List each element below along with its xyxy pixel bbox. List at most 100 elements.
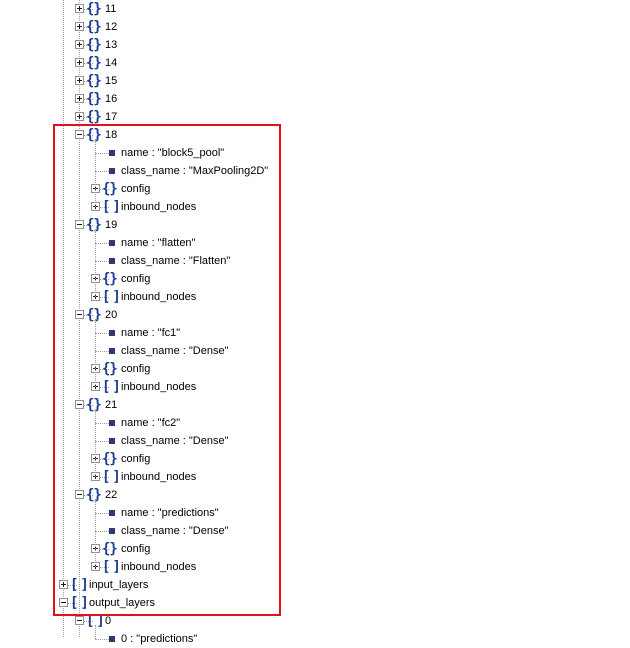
tree-node-label[interactable]: 19	[105, 219, 118, 231]
value-bullet-icon	[109, 510, 115, 516]
array-brackets-icon: []	[86, 613, 107, 629]
tree-leaf-row: class_name : "Flatten"	[0, 252, 630, 270]
tree-node-label[interactable]: 21	[105, 399, 118, 411]
tree-key-value-label: name : "fc1"	[121, 327, 181, 339]
collapse-toggle-icon[interactable]	[75, 130, 84, 139]
tree-guide-line	[95, 229, 96, 297]
collapse-toggle-icon[interactable]	[75, 310, 84, 319]
tree-node-label[interactable]: output_layers	[89, 597, 156, 609]
tree-node-label[interactable]: config	[121, 183, 151, 195]
collapse-toggle-icon[interactable]	[75, 400, 84, 409]
tree-node-label[interactable]: config	[121, 273, 151, 285]
tree-connector	[95, 333, 109, 334]
expand-toggle-icon[interactable]	[75, 58, 84, 67]
array-brackets-icon: []	[70, 577, 91, 593]
collapse-toggle-icon[interactable]	[59, 598, 68, 607]
object-braces-icon: {}	[102, 541, 118, 557]
tree-connector	[95, 549, 109, 550]
tree-node-label[interactable]: 14	[105, 57, 118, 69]
tree-node-label[interactable]: 16	[105, 93, 118, 105]
tree-node-label[interactable]: 18	[105, 129, 118, 141]
object-braces-icon: {}	[86, 91, 102, 107]
tree-connector	[79, 9, 93, 10]
tree-node-label[interactable]: inbound_nodes	[121, 381, 197, 393]
tree-node-label[interactable]: 0	[105, 615, 112, 627]
tree-node-label[interactable]: config	[121, 363, 151, 375]
tree-node-label[interactable]: 12	[105, 21, 118, 33]
tree-node-label[interactable]: 17	[105, 111, 118, 123]
tree-connector	[95, 387, 109, 388]
tree-key-value-label: class_name : "Dense"	[121, 345, 229, 357]
value-bullet-icon	[109, 150, 115, 156]
tree-key-value-label: class_name : "MaxPooling2D"	[121, 165, 269, 177]
tree-node-row: {}11	[0, 0, 630, 18]
expand-toggle-icon[interactable]	[75, 94, 84, 103]
expand-toggle-icon[interactable]	[59, 580, 68, 589]
tree-connector	[95, 153, 109, 154]
tree-key-value-label: name : "flatten"	[121, 237, 196, 249]
tree-leaf-row: class_name : "Dense"	[0, 342, 630, 360]
object-braces-icon: {}	[86, 37, 102, 53]
object-braces-icon: {}	[86, 217, 102, 233]
expand-toggle-icon[interactable]	[75, 76, 84, 85]
tree-node-row: {}13	[0, 36, 630, 54]
value-bullet-icon	[109, 168, 115, 174]
tree-node-label[interactable]: inbound_nodes	[121, 201, 197, 213]
tree-node-label[interactable]: 15	[105, 75, 118, 87]
expand-toggle-icon[interactable]	[75, 22, 84, 31]
tree-connector	[79, 27, 93, 28]
expand-toggle-icon[interactable]	[75, 40, 84, 49]
tree-node-row: {}12	[0, 18, 630, 36]
tree-key-value-label: name : "fc2"	[121, 417, 181, 429]
value-bullet-icon	[109, 420, 115, 426]
tree-node-label[interactable]: inbound_nodes	[121, 291, 197, 303]
collapse-toggle-icon[interactable]	[75, 616, 84, 625]
tree-node-label[interactable]: config	[121, 543, 151, 555]
collapse-toggle-icon[interactable]	[75, 490, 84, 499]
tree-connector	[79, 135, 93, 136]
tree-node-label[interactable]: config	[121, 453, 151, 465]
tree-node-label[interactable]: 20	[105, 309, 118, 321]
tree-node-row: {}16	[0, 90, 630, 108]
tree-node-label[interactable]: 11	[105, 3, 117, 15]
tree-connector	[79, 495, 93, 496]
tree-key-value-label: class_name : "Dense"	[121, 525, 229, 537]
collapse-toggle-icon[interactable]	[75, 220, 84, 229]
tree-connector	[95, 459, 109, 460]
tree-connector	[95, 423, 109, 424]
tree-connector	[79, 621, 93, 622]
tree-node-label[interactable]: input_layers	[89, 579, 149, 591]
tree-node-row: []input_layers	[0, 576, 630, 594]
tree-node-row: {}20	[0, 306, 630, 324]
value-bullet-icon	[109, 348, 115, 354]
tree-guide-line	[63, 0, 64, 637]
tree-leaf-row: name : "fc2"	[0, 414, 630, 432]
object-braces-icon: {}	[86, 307, 102, 323]
tree-guide-line	[95, 499, 96, 567]
tree-node-row: []inbound_nodes	[0, 558, 630, 576]
tree-connector	[95, 639, 109, 640]
tree-connector	[79, 117, 93, 118]
tree-node-row: {}15	[0, 72, 630, 90]
tree-node-label[interactable]: 22	[105, 489, 118, 501]
value-bullet-icon	[109, 330, 115, 336]
expand-toggle-icon[interactable]	[75, 112, 84, 121]
tree-node-label[interactable]: 13	[105, 39, 118, 51]
object-braces-icon: {}	[86, 55, 102, 71]
tree-leaf-row: name : "predictions"	[0, 504, 630, 522]
array-brackets-icon: []	[102, 559, 123, 575]
tree-node-label[interactable]: inbound_nodes	[121, 561, 197, 573]
tree-guide-line	[95, 409, 96, 477]
tree-key-value-label: 0 : "predictions"	[121, 633, 198, 645]
tree-guide-line	[95, 139, 96, 207]
tree-node-label[interactable]: inbound_nodes	[121, 471, 197, 483]
expand-toggle-icon[interactable]	[75, 4, 84, 13]
object-braces-icon: {}	[102, 181, 118, 197]
tree-node-row: {}19	[0, 216, 630, 234]
array-brackets-icon: []	[102, 199, 123, 215]
tree-guide-line	[95, 319, 96, 387]
object-braces-icon: {}	[86, 127, 102, 143]
tree-connector	[95, 207, 109, 208]
tree-node-row: {}17	[0, 108, 630, 126]
